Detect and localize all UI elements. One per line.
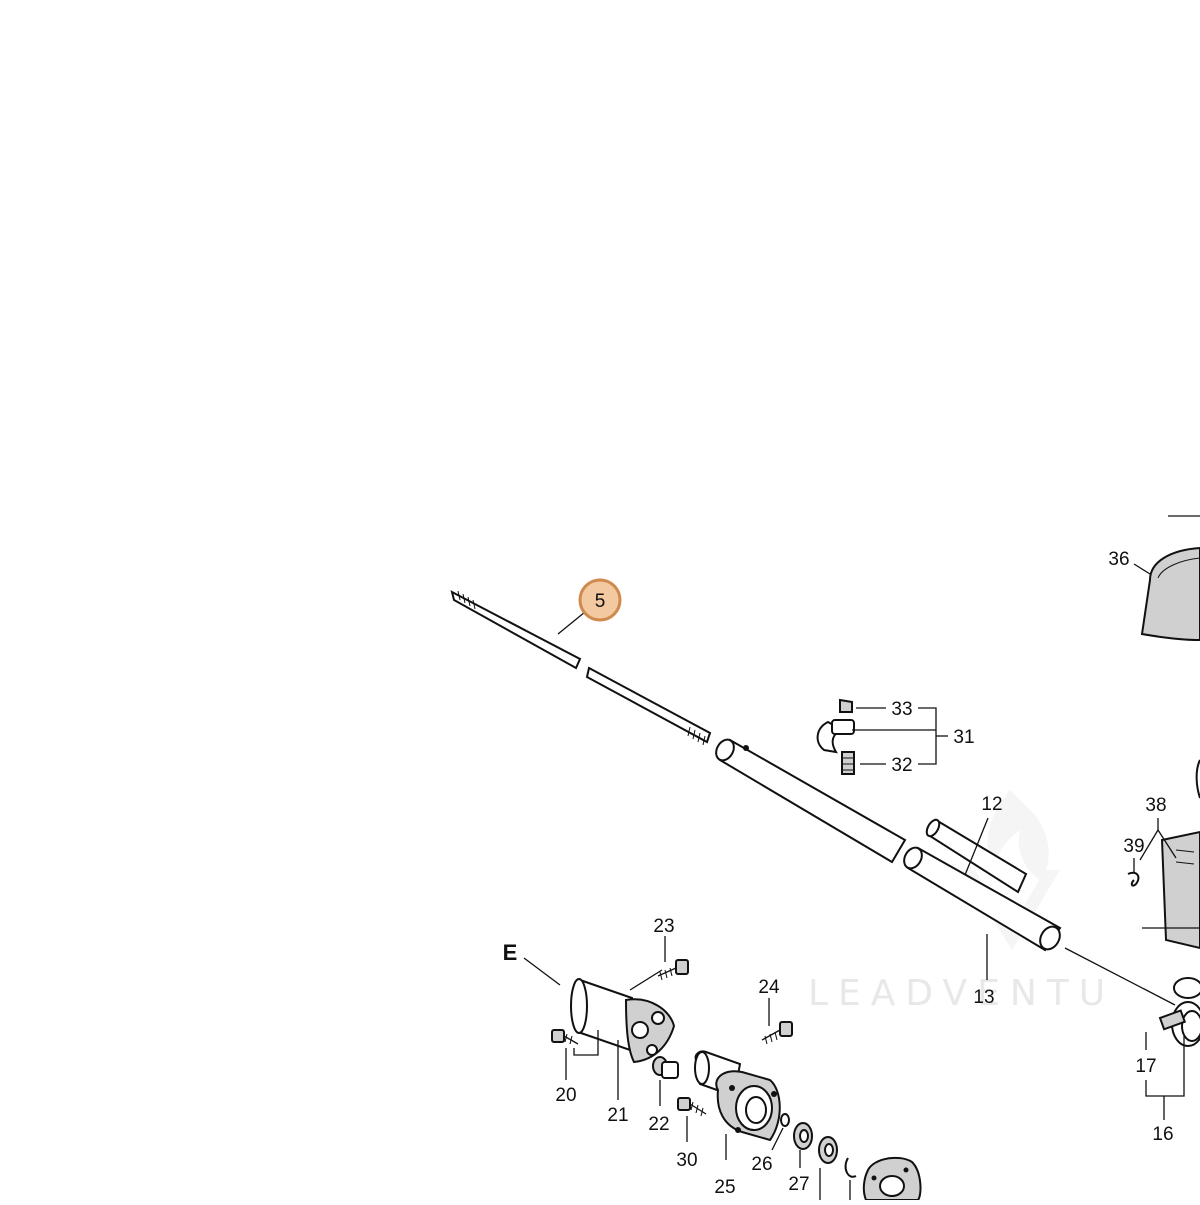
svg-text:13: 13 [973, 987, 994, 1008]
part-bolt-30[interactable] [677, 1097, 707, 1117]
part-shield-plate[interactable] [1142, 830, 1200, 950]
part-gear-housing[interactable] [694, 1050, 781, 1142]
part-gear-case[interactable] [570, 969, 676, 1064]
part-sleeve[interactable] [924, 818, 1028, 894]
callout-30[interactable]: 30 [676, 1116, 698, 1171]
part-snap-ring-26[interactable] [780, 1113, 790, 1127]
part-drive-shaft[interactable] [450, 590, 712, 746]
part-snap-ring[interactable] [844, 1157, 857, 1200]
part-bolt-20[interactable] [551, 1029, 579, 1045]
section-e-label: E [503, 940, 561, 986]
part-clamp-assembly[interactable] [816, 698, 855, 775]
svg-text:17: 17 [1135, 1056, 1156, 1077]
svg-text:36: 36 [1108, 549, 1129, 570]
callout-26[interactable]: 26 [751, 1127, 784, 1175]
callout-33[interactable]: 33 [856, 699, 913, 720]
svg-text:27: 27 [788, 1174, 809, 1195]
callout-20[interactable]: 20 [555, 1048, 577, 1106]
svg-text:24: 24 [758, 977, 780, 998]
callout-12[interactable]: 12 [964, 794, 1003, 876]
svg-text:26: 26 [751, 1154, 772, 1175]
part-bolt-23[interactable] [657, 959, 689, 981]
part-shaft-tube-lower[interactable] [901, 844, 1064, 952]
callout-24[interactable]: 24 [758, 977, 780, 1026]
svg-text:30: 30 [676, 1150, 697, 1171]
part-guard[interactable] [1140, 515, 1200, 642]
callout-16[interactable]: 16 [1145, 1036, 1185, 1145]
svg-text:21: 21 [607, 1105, 628, 1126]
svg-text:32: 32 [891, 755, 912, 776]
svg-text:22: 22 [648, 1114, 669, 1135]
svg-text:39: 39 [1123, 836, 1144, 857]
svg-text:33: 33 [891, 699, 912, 720]
part-holder-plate[interactable] [862, 1156, 922, 1201]
callout-23[interactable]: 23 [653, 916, 675, 962]
callout-38[interactable]: 38 [1139, 795, 1177, 861]
watermark-text: LEADVENTU [808, 973, 1115, 1014]
callout-39[interactable]: 39 [1123, 836, 1145, 887]
svg-text:E: E [503, 940, 518, 965]
part-bearing-27[interactable] [793, 1122, 838, 1164]
svg-text:38: 38 [1145, 795, 1166, 816]
part-clamp-ring[interactable] [1064, 947, 1200, 1047]
callout-36[interactable]: 36 [1108, 549, 1151, 575]
callout-17[interactable]: 17 [1135, 1032, 1157, 1077]
part-shaft-tube-upper[interactable] [713, 736, 907, 864]
callout-22[interactable]: 22 [648, 1080, 670, 1135]
callout-27[interactable]: 27 [788, 1150, 821, 1200]
callout-5-label: 5 [595, 591, 606, 612]
svg-text:12: 12 [981, 794, 1002, 815]
svg-text:20: 20 [555, 1085, 576, 1106]
svg-text:31: 31 [953, 727, 974, 748]
callout-32[interactable]: 32 [860, 755, 913, 776]
svg-text:16: 16 [1152, 1124, 1173, 1145]
part-plug-22[interactable] [652, 1056, 679, 1079]
callout-21[interactable]: 21 [573, 1030, 629, 1126]
part-edge-fragment [1195, 759, 1200, 799]
callout-5-highlighted[interactable]: 5 [557, 578, 622, 635]
callout-13[interactable]: 13 [973, 934, 995, 1008]
callout-31[interactable]: 31 [852, 707, 975, 765]
callout-25[interactable]: 25 [714, 1134, 736, 1198]
svg-text:23: 23 [653, 916, 674, 937]
svg-text:25: 25 [714, 1177, 735, 1198]
part-bolt-24[interactable] [761, 1021, 793, 1045]
